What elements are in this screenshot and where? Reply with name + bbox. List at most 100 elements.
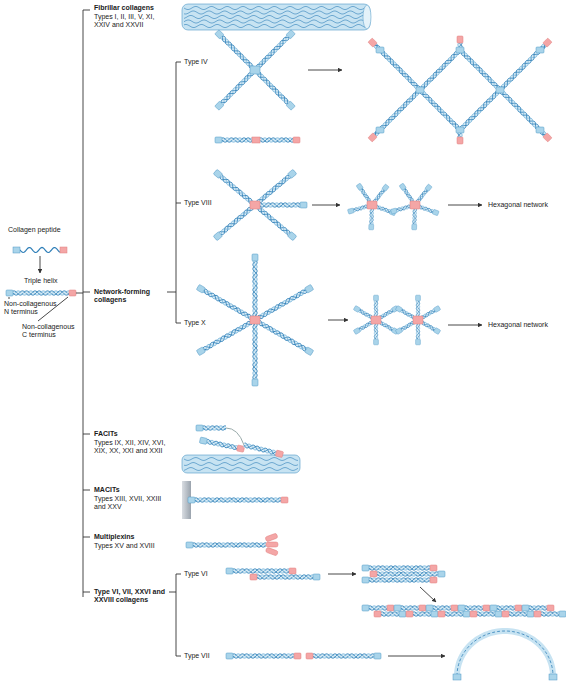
collagen-triple-helix	[420, 306, 440, 321]
type-label: Type VII	[184, 652, 210, 660]
collagen-triple-helix	[378, 88, 421, 131]
process-arrow	[448, 325, 482, 326]
class-heading: Fibrillar collagens	[94, 4, 174, 12]
process-arrow	[40, 256, 41, 273]
collagen-triple-helix	[362, 577, 437, 583]
tree-line	[76, 293, 83, 294]
process-arrow	[448, 205, 482, 206]
leader-line	[9, 297, 10, 299]
tree-line	[176, 574, 181, 575]
tree-line	[83, 490, 90, 491]
collagen-fibril	[182, 455, 300, 473]
process-arrow	[312, 205, 340, 206]
collagen-triple-helix	[213, 205, 254, 240]
collagen-triple-helix	[347, 204, 368, 214]
type-label: Type IV	[184, 58, 208, 66]
collagen-triple-helix	[378, 320, 398, 335]
collagen-triple-helix	[378, 306, 398, 321]
class-heading: Multiplexins	[94, 533, 172, 541]
collagen-triple-helix	[498, 48, 541, 91]
network-label: Hexagonal network	[488, 321, 548, 329]
collagen-triple-helix	[426, 605, 458, 611]
terminus-label: Non-collagenous C terminus	[22, 323, 80, 339]
collagen-triple-helix	[256, 205, 297, 240]
tree-line	[176, 62, 181, 63]
collagen-triple-helix	[390, 204, 411, 214]
collagen-triple-helix	[215, 71, 255, 111]
collagen-triple-helix	[490, 605, 522, 611]
collagen-triple-helix	[306, 653, 381, 659]
collagen-triple-helix	[353, 306, 373, 321]
collagen-triple-helix	[416, 184, 433, 203]
collagen-triple-helix	[399, 183, 415, 203]
terminus-label: Non-collagenous N terminus	[4, 300, 62, 316]
collagen-triple-helix	[215, 30, 255, 70]
type-list: Types XIII, XVII, XXIII and XXV	[94, 495, 170, 511]
collagen-triple-helix	[502, 611, 534, 617]
collagen-triple-helix	[406, 611, 438, 617]
collagen-triple-helix	[196, 425, 226, 431]
collagen-triple-helix	[418, 204, 439, 216]
process-arrow	[388, 656, 445, 657]
type-label: Type X	[184, 319, 206, 327]
collagen-triple-helix	[259, 202, 307, 208]
tree-line	[167, 292, 176, 293]
collagen-triple-helix	[378, 48, 421, 91]
collagen-triple-helix	[6, 290, 76, 296]
type-list: Types I, II, III, V, XI, XXIV and XXVII	[94, 13, 172, 29]
type-list: Types IX, XII, XIV, XVI, XIX, XX, XXI an…	[94, 439, 170, 455]
tree-line	[176, 574, 177, 656]
collagen-triple-helix	[257, 284, 314, 320]
tree-line	[83, 434, 90, 435]
anchoring-fibril	[457, 631, 553, 676]
collagen-triple-helix	[250, 574, 320, 580]
collagen-triple-helix	[418, 88, 461, 131]
process-arrow	[308, 70, 342, 71]
tree-line	[83, 292, 90, 293]
tree-line	[83, 537, 90, 538]
collagen-triple-helix	[416, 324, 421, 345]
collagen-triple-helix	[395, 320, 415, 335]
collagen-triple-helix	[418, 48, 461, 91]
collagen-triple-helix	[395, 306, 415, 321]
collagen-triple-helix	[256, 169, 297, 204]
network-label: Hexagonal network	[488, 201, 548, 209]
type-label: Type VI	[184, 570, 208, 578]
collagen-triple-helix	[353, 320, 373, 335]
class-heading: Network-forming collagens	[94, 288, 164, 304]
collagen-triple-helix	[226, 568, 296, 574]
tree-line	[176, 323, 181, 324]
collagen-triple-helix	[458, 88, 501, 131]
tree-line	[83, 10, 90, 11]
type-list: Types XV and XVIII	[94, 542, 170, 550]
collagen-triple-helix	[226, 653, 301, 659]
collagen-triple-helix	[369, 209, 375, 230]
process-arrow	[328, 574, 356, 575]
class-heading: MACITs	[94, 486, 172, 494]
helix-label: Triple helix	[24, 277, 58, 285]
collagen-triple-helix	[196, 284, 253, 320]
collagen-triple-helix	[394, 605, 426, 611]
collagen-triple-helix	[438, 611, 470, 617]
collagen-triple-helix	[252, 324, 258, 386]
process-arrow	[420, 587, 436, 602]
collagen-triple-helix	[370, 571, 445, 577]
tree-line	[169, 592, 176, 593]
collagen-triple-helix	[458, 605, 490, 611]
peptide-chain	[20, 248, 60, 253]
collagen-triple-helix	[215, 137, 300, 143]
collagen-triple-helix	[534, 611, 566, 617]
collagen-triple-helix	[522, 605, 554, 611]
collagen-triple-helix	[356, 183, 372, 203]
collagen-triple-helix	[373, 184, 390, 203]
tree-line	[176, 203, 181, 204]
tree-line	[176, 62, 177, 323]
collagen-triple-helix	[498, 88, 541, 131]
type-label: Type VIII	[184, 199, 212, 207]
collagen-triple-helix	[213, 169, 254, 204]
collagen-triple-helix	[374, 324, 379, 345]
process-arrow	[328, 320, 348, 321]
collagen-triple-helix	[186, 542, 266, 548]
peptide-label: Collagen peptide	[8, 226, 61, 234]
tree-line	[83, 592, 90, 593]
